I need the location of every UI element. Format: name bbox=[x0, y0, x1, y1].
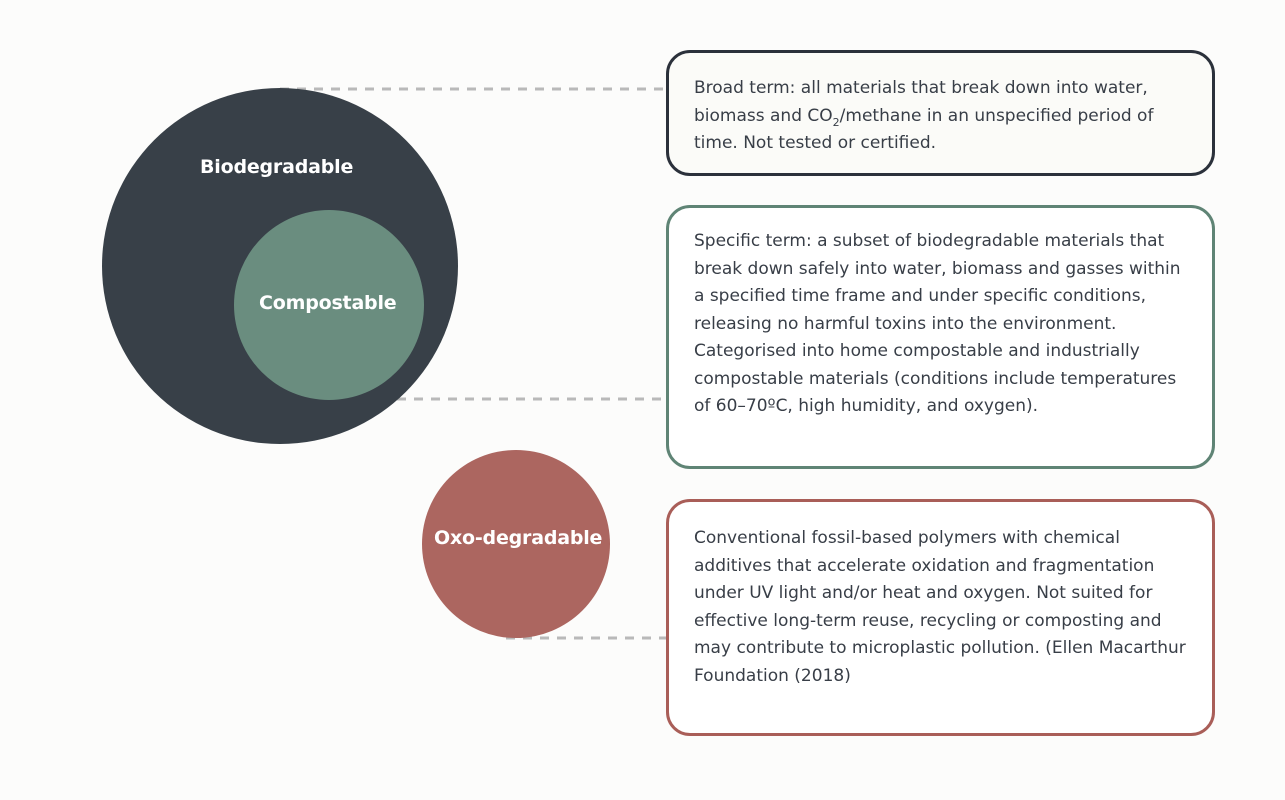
compostable-label: Compostable bbox=[259, 292, 397, 314]
oxo-degradable-label: Oxo-degradable bbox=[434, 527, 603, 549]
biodegradable-label: Biodegradable bbox=[200, 156, 354, 178]
biodegradable-definition-after-subscript: /methane in an unspecified period of tim… bbox=[694, 105, 1154, 154]
carbon-dioxide-subscript: 2 bbox=[832, 115, 840, 129]
oxo-degradable-definition-text: Conventional fossil-based polymers with … bbox=[694, 528, 1186, 686]
compostable-definition-box: Specific term: a subset of biodegradable… bbox=[666, 205, 1215, 469]
compostable-definition-text: Specific term: a subset of biodegradable… bbox=[694, 231, 1181, 416]
biodegradable-definition-before-subscript: Broad term: all materials that break dow… bbox=[694, 78, 1148, 126]
biodegradable-definition-text: Broad term: all materials that break dow… bbox=[694, 75, 1188, 158]
compostable-circle bbox=[234, 210, 424, 400]
biodegradable-definition-box: Broad term: all materials that break dow… bbox=[666, 50, 1215, 176]
oxo-degradable-circle bbox=[422, 450, 610, 638]
oxo-degradable-definition-box: Conventional fossil-based polymers with … bbox=[666, 499, 1215, 736]
